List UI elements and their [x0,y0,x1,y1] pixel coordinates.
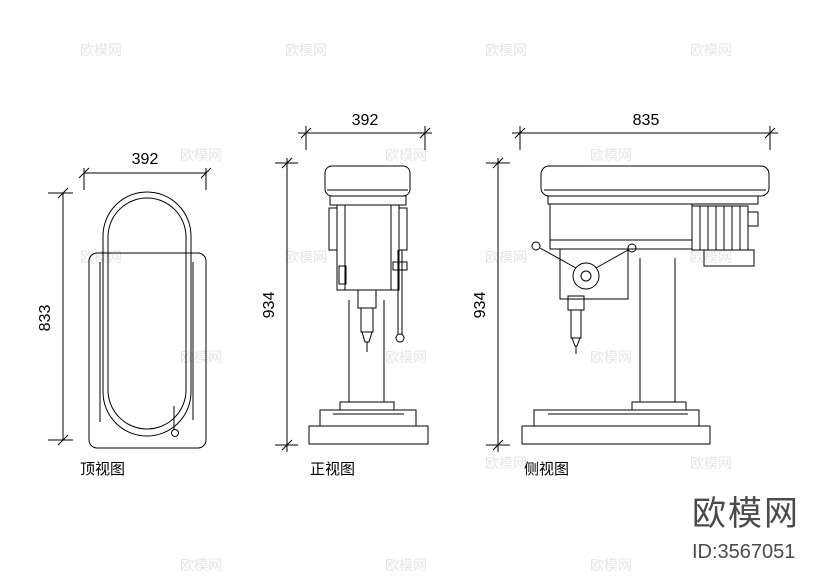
svg-text:欧模网: 欧模网 [180,148,222,164]
front-view [275,126,432,452]
svg-text:欧模网: 欧模网 [180,558,222,574]
side-view-label: 侧视图 [524,460,569,478]
top-view-height-dimension: 833 [37,305,54,332]
svg-text:欧模网: 欧模网 [690,250,732,266]
svg-text:欧模网: 欧模网 [690,43,732,59]
front-view-width-dimension: 392 [352,112,379,129]
svg-text:欧模网: 欧模网 [485,43,527,59]
side-view-height-dimension: 934 [472,292,489,319]
top-view-width-dimension: 392 [132,151,159,168]
svg-text:欧模网: 欧模网 [690,456,732,472]
side-view-width-dimension: 835 [633,112,660,129]
model-id: ID:3567051 [692,541,795,563]
top-view [48,167,212,449]
top-view-label: 顶视图 [80,460,125,478]
svg-text:欧模网: 欧模网 [590,148,632,164]
front-view-height-dimension: 934 [261,292,278,319]
svg-text:欧模网: 欧模网 [80,250,122,266]
svg-text:欧模网: 欧模网 [385,148,427,164]
brand-logo: 欧模网 [692,494,800,534]
svg-text:欧模网: 欧模网 [285,250,327,266]
svg-text:欧模网: 欧模网 [285,43,327,59]
svg-text:欧模网: 欧模网 [590,350,632,366]
front-view-label: 正视图 [310,460,355,478]
svg-text:欧模网: 欧模网 [80,43,122,59]
side-view [486,126,778,452]
svg-text:欧模网: 欧模网 [590,558,632,574]
background-watermarks: 欧模网 欧模网 欧模网 欧模网 欧模网 欧模网 欧模网 欧模网 欧模网 欧模网 … [80,43,732,574]
svg-text:欧模网: 欧模网 [385,558,427,574]
svg-text:欧模网: 欧模网 [485,456,527,472]
svg-text:欧模网: 欧模网 [485,250,527,266]
svg-text:欧模网: 欧模网 [385,350,427,366]
